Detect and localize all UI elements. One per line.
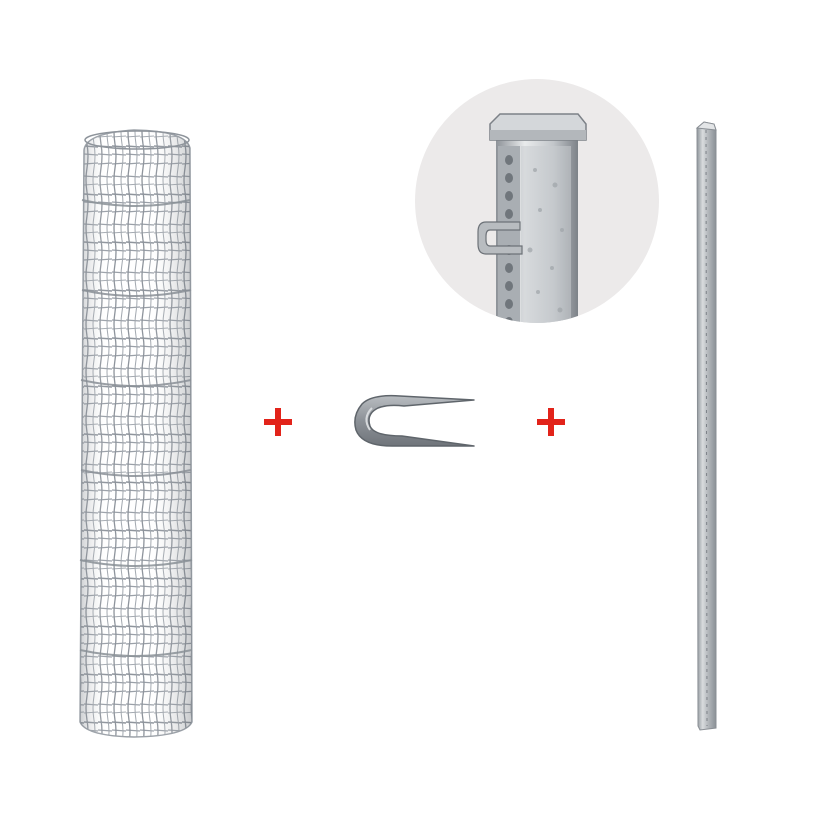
steel-fence-post-icon bbox=[695, 121, 717, 731]
plus-sign-icon bbox=[264, 408, 292, 436]
plus-sign-icon bbox=[537, 408, 565, 436]
u-staple-clip-icon bbox=[354, 394, 475, 447]
fence-post-detail-icon bbox=[415, 79, 659, 323]
wire-mesh-roll-icon bbox=[79, 129, 193, 738]
